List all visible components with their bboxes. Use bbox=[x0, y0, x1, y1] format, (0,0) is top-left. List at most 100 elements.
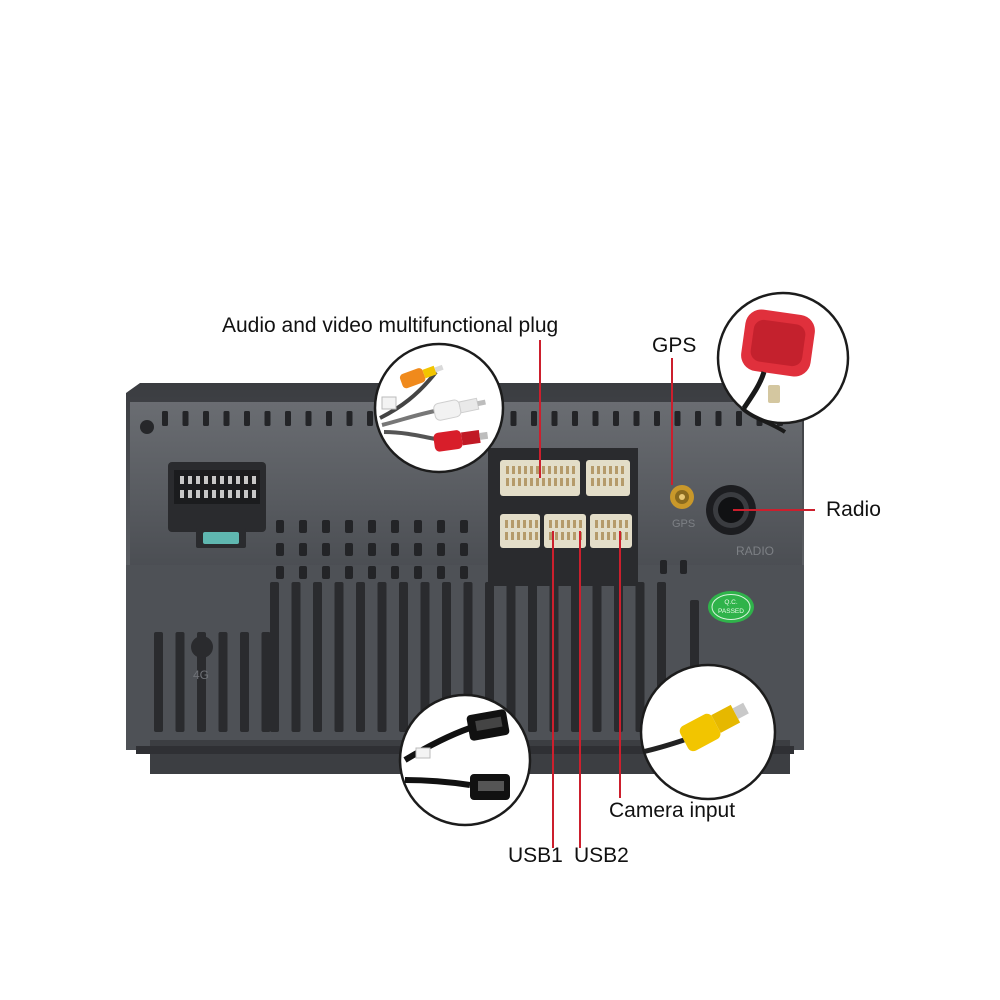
connector-pin bbox=[621, 478, 624, 486]
harness-connectors bbox=[488, 448, 638, 586]
qc-sticker-line1: Q.C. bbox=[724, 599, 738, 606]
vent-slot bbox=[485, 582, 494, 732]
connector-pin bbox=[555, 520, 558, 528]
vent-slot bbox=[635, 582, 645, 732]
vent-slot bbox=[613, 411, 619, 426]
vent-slot bbox=[437, 566, 445, 579]
connector-pin bbox=[244, 476, 248, 484]
vent-slot bbox=[240, 632, 249, 732]
vent-slot bbox=[614, 582, 623, 732]
connector-pin bbox=[511, 520, 514, 528]
vent-slot bbox=[506, 582, 516, 732]
vent-slot bbox=[223, 411, 230, 426]
connector-pin bbox=[188, 476, 192, 484]
vent-slot bbox=[510, 411, 517, 426]
connector-pin bbox=[573, 520, 576, 528]
connector-pin bbox=[607, 520, 610, 528]
connector-pin bbox=[524, 466, 527, 474]
vent-slot bbox=[244, 411, 250, 426]
connector-pin bbox=[228, 490, 232, 498]
vent-slot bbox=[551, 411, 558, 426]
vent-slot bbox=[391, 520, 399, 533]
vent-slot bbox=[654, 411, 660, 426]
connector-pin bbox=[619, 520, 622, 528]
vent-slot bbox=[334, 582, 344, 732]
connector-pin bbox=[572, 478, 575, 486]
connector-pin bbox=[236, 476, 240, 484]
connector-pin bbox=[212, 490, 216, 498]
vent-slot bbox=[442, 582, 451, 732]
connector-pin bbox=[595, 532, 598, 540]
vent-slot bbox=[276, 566, 284, 579]
connector-pin bbox=[517, 532, 520, 540]
connector-pin bbox=[542, 466, 545, 474]
connector-pin bbox=[566, 466, 569, 474]
connector-pin bbox=[567, 532, 570, 540]
connector-pin bbox=[505, 532, 508, 540]
connector-pin bbox=[530, 466, 533, 474]
connector-pin bbox=[621, 466, 624, 474]
gps-port-marking: GPS bbox=[672, 518, 695, 530]
vent-slot bbox=[437, 520, 445, 533]
connector-pin bbox=[244, 490, 248, 498]
vent-slot bbox=[285, 411, 291, 426]
connector-pin bbox=[518, 478, 521, 486]
connector-pin bbox=[220, 476, 224, 484]
vent-slot bbox=[261, 632, 271, 732]
vent-slot bbox=[715, 411, 722, 426]
label-radio: Radio bbox=[826, 498, 881, 521]
qc-passed-sticker: Q.C. PASSED bbox=[708, 591, 754, 623]
connector-pin bbox=[523, 520, 526, 528]
vent-slot bbox=[367, 411, 373, 426]
connector-pin bbox=[512, 478, 515, 486]
connector-pin bbox=[220, 490, 224, 498]
vent-slot bbox=[326, 411, 332, 426]
screw-hole bbox=[140, 420, 154, 434]
label-gps: GPS bbox=[652, 334, 697, 357]
connector-pin bbox=[252, 476, 256, 484]
connector-pin bbox=[512, 466, 515, 474]
vent-slot bbox=[460, 566, 468, 579]
gps-antenna-callout bbox=[716, 291, 850, 434]
connector-pin bbox=[591, 478, 594, 486]
connector-pin bbox=[595, 520, 598, 528]
usb-cable-callout bbox=[398, 693, 532, 827]
mid-vent-grid bbox=[276, 520, 687, 579]
connector-pin bbox=[615, 478, 618, 486]
qc-sticker-line2: PASSED bbox=[718, 608, 744, 615]
vent-slot bbox=[322, 566, 330, 579]
vent-slot bbox=[368, 543, 376, 556]
connector-pin bbox=[609, 466, 612, 474]
connector-pin bbox=[535, 520, 538, 528]
vent-slot bbox=[674, 411, 681, 426]
vent-slot bbox=[356, 582, 365, 732]
vent-slot bbox=[345, 520, 353, 533]
connector-pin bbox=[603, 466, 606, 474]
fourg-port: 4G bbox=[191, 636, 213, 682]
vent-slot bbox=[276, 543, 284, 556]
connector-pin bbox=[601, 532, 604, 540]
connector-pin bbox=[517, 520, 520, 528]
harness-connector-left bbox=[500, 514, 540, 548]
connector-pin bbox=[591, 466, 594, 474]
connector-pin bbox=[204, 476, 208, 484]
vent-slot bbox=[592, 582, 602, 732]
connector-pin bbox=[560, 466, 563, 474]
connector-pin bbox=[625, 532, 628, 540]
connector-pin bbox=[529, 532, 532, 540]
connector-pin bbox=[549, 532, 552, 540]
connector-pin bbox=[566, 478, 569, 486]
connector-pin bbox=[536, 478, 539, 486]
usb2-connector bbox=[590, 514, 632, 548]
vent-slot bbox=[313, 582, 322, 732]
connector-pin bbox=[613, 532, 616, 540]
connector-pin bbox=[555, 532, 558, 540]
connector-pin bbox=[180, 490, 184, 498]
connector-pin bbox=[597, 478, 600, 486]
vent-slot bbox=[218, 632, 228, 732]
vent-slot bbox=[203, 411, 209, 426]
leader-lines bbox=[539, 340, 815, 848]
connector-pin bbox=[196, 490, 200, 498]
connector-pin bbox=[236, 490, 240, 498]
vent-slot bbox=[299, 566, 307, 579]
